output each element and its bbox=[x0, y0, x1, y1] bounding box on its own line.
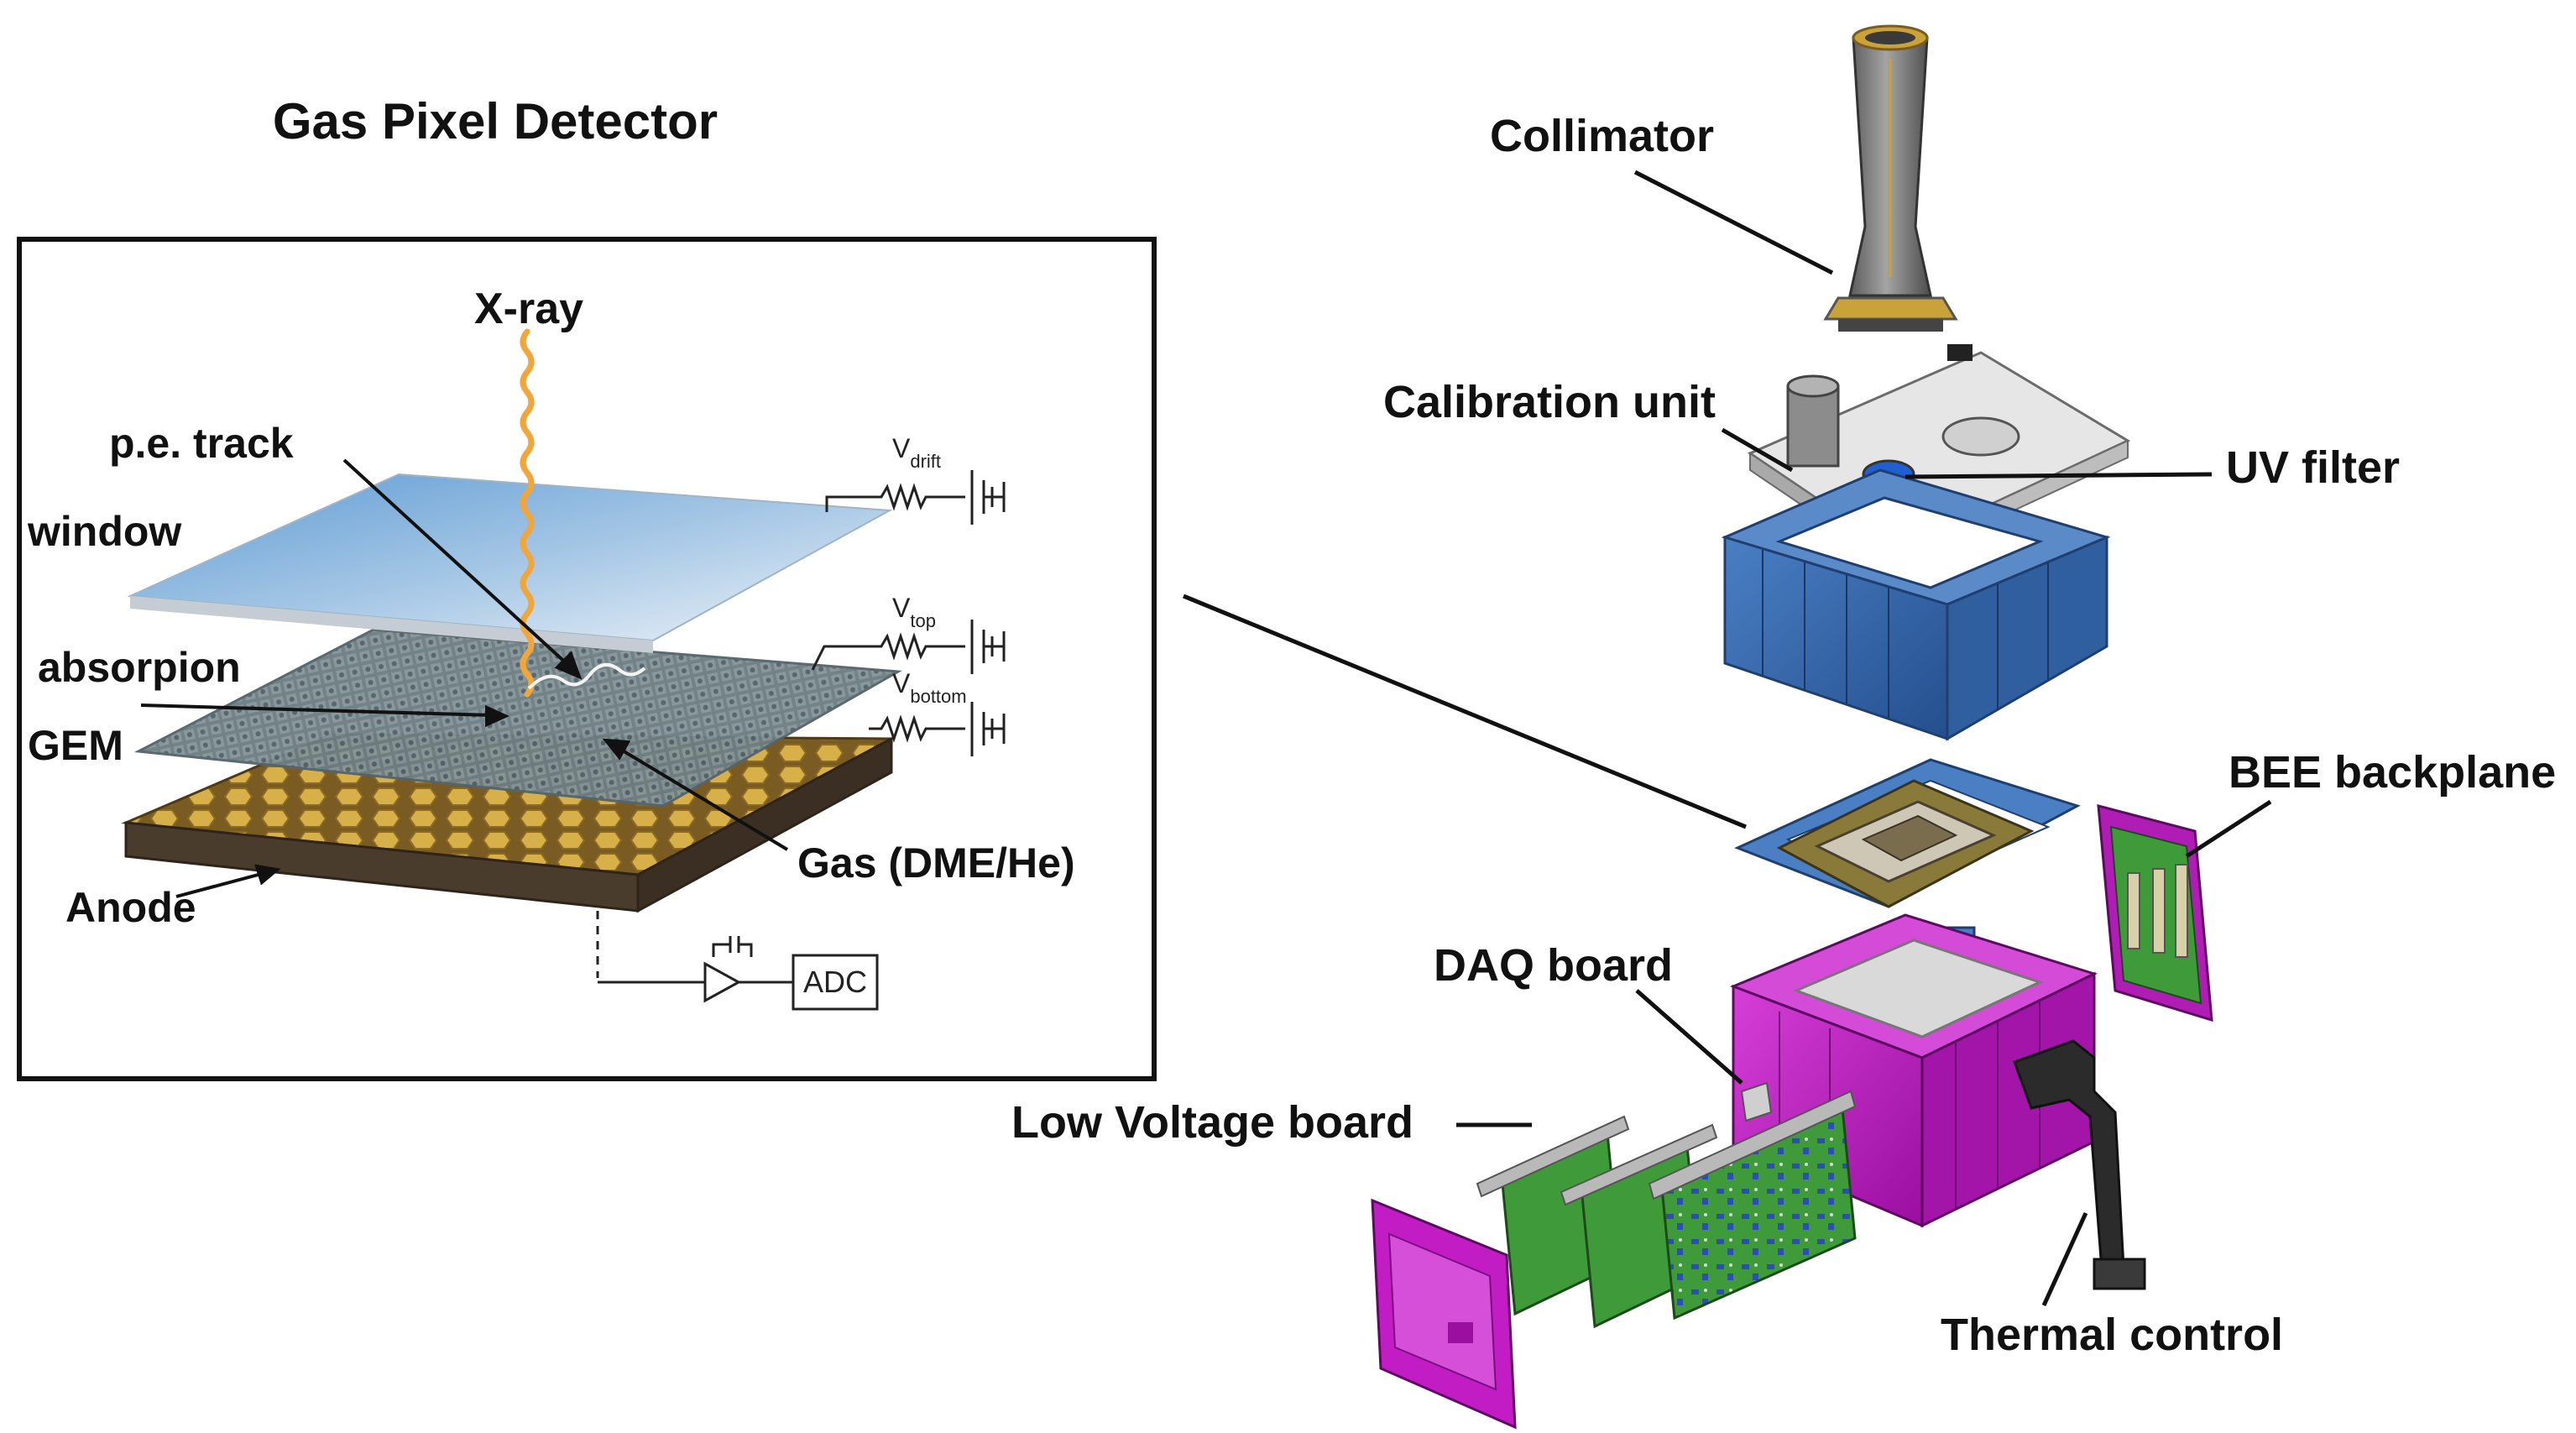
v-top-sub: top bbox=[910, 610, 936, 631]
v-drift-main: V bbox=[892, 433, 911, 463]
window-sheet bbox=[127, 473, 893, 653]
pe-track bbox=[527, 663, 646, 690]
v-bottom-main: V bbox=[892, 668, 911, 698]
adc-label: ADC bbox=[803, 965, 867, 999]
v-top-main: V bbox=[892, 593, 911, 623]
bee-backplane-part bbox=[2097, 804, 2213, 1022]
end-cover-part bbox=[1371, 1198, 1517, 1430]
thermal-control-part bbox=[2013, 1039, 2146, 1290]
xray-path bbox=[520, 328, 535, 698]
label-collimator: Collimator bbox=[1490, 111, 1714, 161]
focal-plane-part bbox=[1734, 758, 2081, 954]
v-top-label: Vtop bbox=[892, 593, 936, 631]
label-anode: Anode bbox=[65, 884, 196, 931]
label-bee-backplane: BEE backplane bbox=[2229, 747, 2556, 798]
collimator-part bbox=[1823, 24, 1958, 332]
v-bottom-sub: bottom bbox=[910, 686, 966, 707]
gpd-connector-line bbox=[1183, 594, 1747, 829]
v-drift-label: Vdrift bbox=[892, 433, 941, 472]
label-uv-filter: UV filter bbox=[2226, 442, 2400, 493]
label-window: window bbox=[27, 508, 181, 555]
label-pe-track: p.e. track bbox=[109, 420, 294, 467]
v-drift-sub: drift bbox=[910, 451, 941, 472]
label-gas: Gas (DME/He) bbox=[797, 839, 1075, 886]
label-calibration-unit: Calibration unit bbox=[1383, 377, 1716, 427]
gpd-arrows bbox=[140, 458, 789, 898]
label-daq-board: DAQ board bbox=[1434, 940, 1673, 991]
bias-circuit bbox=[596, 470, 1006, 1011]
gpd-frame bbox=[17, 237, 1157, 1081]
v-bottom-label: Vbottom bbox=[892, 668, 967, 707]
label-gem: GEM bbox=[28, 722, 123, 769]
assembly-leader-lines bbox=[1456, 170, 2272, 1307]
label-absorpion: absorpion bbox=[38, 644, 241, 691]
label-xray: X-ray bbox=[474, 285, 583, 333]
gem-sheet bbox=[133, 628, 902, 808]
gpd-title: Gas Pixel Detector bbox=[273, 93, 718, 149]
circuit-labels: Vdrift Vtop Vbottom ADC bbox=[803, 433, 967, 999]
label-thermal-control: Thermal control bbox=[1941, 1310, 2283, 1360]
label-low-voltage-board: Low Voltage board bbox=[1011, 1097, 1413, 1148]
electronics-boards bbox=[1476, 1081, 1857, 1329]
blue-frame-part bbox=[1721, 468, 2111, 741]
